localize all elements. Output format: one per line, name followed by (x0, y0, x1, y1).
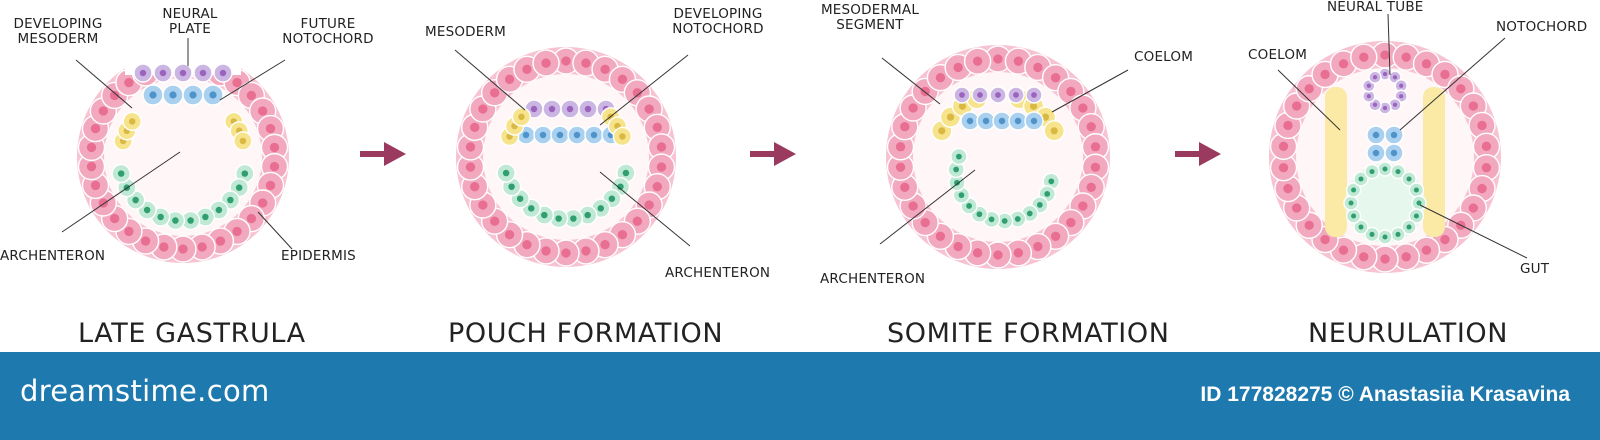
pointer-notochord (1399, 37, 1506, 131)
stage-title-neurulation: NEURULATION (1308, 318, 1509, 349)
label-coelom-1: COELOM (1134, 49, 1194, 65)
arrow-1 (360, 142, 406, 166)
neurulation-embryo (1269, 41, 1501, 273)
label-mesoderm: MESODERM (425, 24, 506, 40)
arrow-2 (750, 142, 796, 166)
label-gut: GUT (1520, 261, 1550, 277)
image-credit: ID 177828275 © Anastasiia Krasavina (1200, 383, 1570, 406)
stage-title-late-gastrula: LATE GASTRULA (78, 318, 306, 349)
label-mesodermal-segment: MESODERMAL SEGMENT (820, 2, 920, 33)
diagram-area: DEVELOPING MESODERM NEURAL PLATE FUTURE … (0, 0, 1588, 349)
somite-formation-embryo (886, 45, 1110, 269)
label-archenteron-2: ARCHENTERON (665, 265, 771, 281)
brand-logo[interactable]: dreamstime.com (20, 374, 270, 408)
label-neural-plate: NEURAL PLATE (162, 6, 218, 37)
pointer-archenteron-3 (879, 169, 976, 245)
pointer-mesoderm (454, 49, 526, 111)
label-epidermis: EPIDERMIS (281, 248, 356, 264)
arrow-3 (1175, 142, 1221, 166)
pointer-neural-tube (1387, 13, 1391, 76)
pointer-coelom-2 (1277, 69, 1341, 131)
footer-banner: dreamstime.com ID 177828275 © Anastasiia… (0, 352, 1600, 440)
label-notochord: NOTOCHORD (1496, 19, 1588, 35)
label-neural-tube: NEURAL TUBE (1327, 0, 1424, 15)
pointer-coelom-1 (1051, 69, 1129, 113)
late-gastrula-embryo (77, 47, 289, 263)
label-future-notochord: FUTURE NOTOCHORD (282, 16, 374, 47)
label-developing-mesoderm: DEVELOPING MESODERM (13, 16, 103, 47)
pointer-developing-mesoderm (75, 59, 133, 109)
label-developing-notochord: DEVELOPING NOTOCHORD (672, 6, 764, 37)
pointer-epidermis (257, 211, 293, 250)
embryo-illustrations (61, 13, 1528, 273)
pointer-developing-notochord (599, 54, 689, 126)
pouch-formation-embryo (456, 47, 676, 267)
label-coelom-2: COELOM (1248, 47, 1308, 63)
pointer-future-notochord (219, 59, 286, 101)
pointer-mesodermal-segment (881, 57, 941, 105)
label-archenteron-1: ARCHENTERON (0, 248, 106, 264)
pointer-archenteron-1 (61, 151, 181, 233)
pointer-gut (1419, 204, 1528, 259)
label-archenteron-3: ARCHENTERON (820, 271, 926, 287)
stage-title-pouch-formation: POUCH FORMATION (448, 318, 724, 349)
stage-title-somite-formation: SOMITE FORMATION (887, 318, 1170, 349)
pointer-archenteron-2 (599, 171, 691, 247)
